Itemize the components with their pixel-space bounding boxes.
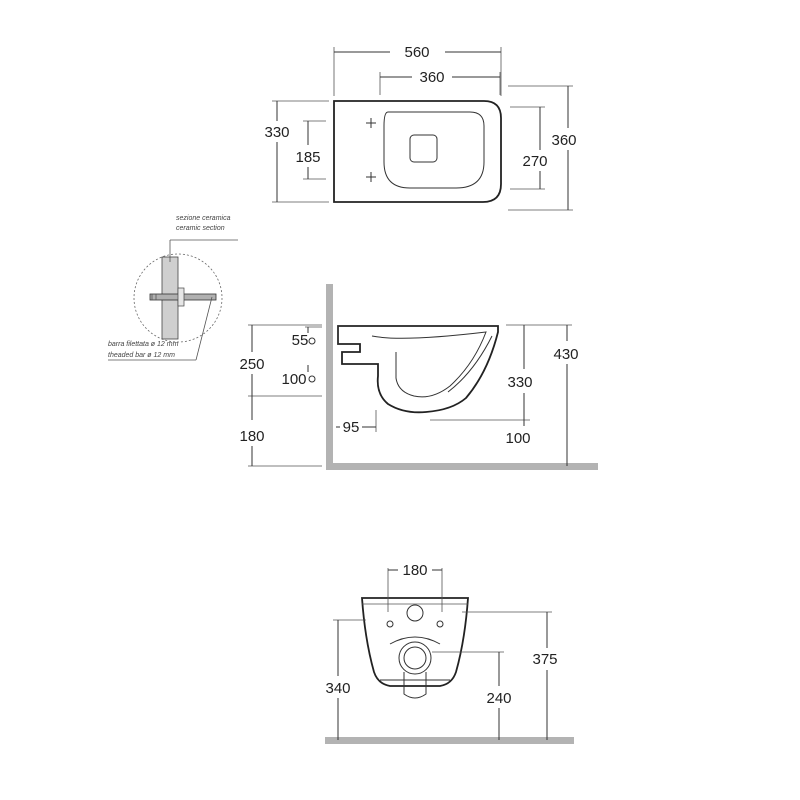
dim-label-250: 250: [239, 356, 264, 373]
detail-label-it-2: barra filettata ø 12 mm: [108, 341, 179, 348]
front-view-arch: [389, 636, 441, 645]
dim-label-330-rear: 330: [264, 124, 289, 141]
dim-label-95: 95: [343, 419, 360, 436]
top-view-fixing-hole-lower: [366, 172, 376, 182]
front-view-floor: [325, 737, 574, 744]
dim-label-330: 330: [507, 374, 532, 391]
dim-label-270: 270: [522, 153, 547, 170]
side-view-outlet-marker: [308, 375, 316, 383]
top-view-seat-opening: [383, 111, 485, 189]
side-view-wall: [326, 284, 333, 468]
detail-circle: [133, 253, 223, 343]
front-view-fixing-right: [436, 620, 444, 628]
front-view: 180 375 340 240: [325, 562, 574, 744]
top-view-bowl-outline: [333, 100, 502, 203]
detail-washer: [177, 287, 185, 307]
fixing-detail: sezione ceramica ceramic section barra f…: [108, 215, 238, 361]
dim-label-340: 340: [325, 680, 350, 697]
side-view: 250 180 55 100 95 330 100 430: [239, 284, 598, 470]
top-view: 560 360 330 185: [264, 44, 577, 211]
dim-label-55: 55: [292, 332, 309, 349]
side-view-bowl-profile: [337, 325, 499, 414]
front-view-fixing-left: [386, 620, 394, 628]
detail-label-it-1: sezione ceramica: [176, 215, 231, 222]
side-view-inlet-marker: [308, 337, 316, 345]
front-view-inlet-circle: [406, 604, 424, 622]
top-view-fixing-hole-upper: [366, 118, 376, 128]
dimension-360-spacing: 360: [379, 69, 501, 95]
dim-label-375: 375: [532, 651, 557, 668]
dimension-560: 560: [333, 44, 502, 96]
detail-label-en-1: ceramic section: [176, 225, 225, 232]
dimension-185: 185: [295, 120, 326, 180]
detail-label-en-2: theaded bar ø 12 mm: [108, 352, 175, 359]
dim-label-430: 430: [553, 346, 578, 363]
dim-label-240: 240: [486, 690, 511, 707]
dimension-330-rear: 330: [264, 100, 329, 203]
side-view-bowl-inner: [371, 331, 487, 398]
front-view-spigot: [403, 672, 427, 699]
dim-label-180: 180: [239, 428, 264, 445]
dim-label-100b: 100: [505, 430, 530, 447]
dim-label-360-depth: 360: [551, 132, 576, 149]
dim-label-180-front: 180: [402, 562, 427, 579]
side-view-bowl-rim: [447, 335, 493, 393]
dim-label-560: 560: [404, 44, 429, 61]
dimension-360-depth: 360: [508, 85, 577, 211]
dim-label-360-spacing: 360: [419, 69, 444, 86]
top-view-drain-square: [409, 134, 438, 163]
dim-label-185: 185: [295, 149, 320, 166]
dim-label-100: 100: [281, 371, 306, 388]
front-view-outlet-circle: [398, 641, 432, 675]
side-view-floor: [326, 463, 598, 470]
dimension-270: 270: [510, 106, 548, 190]
